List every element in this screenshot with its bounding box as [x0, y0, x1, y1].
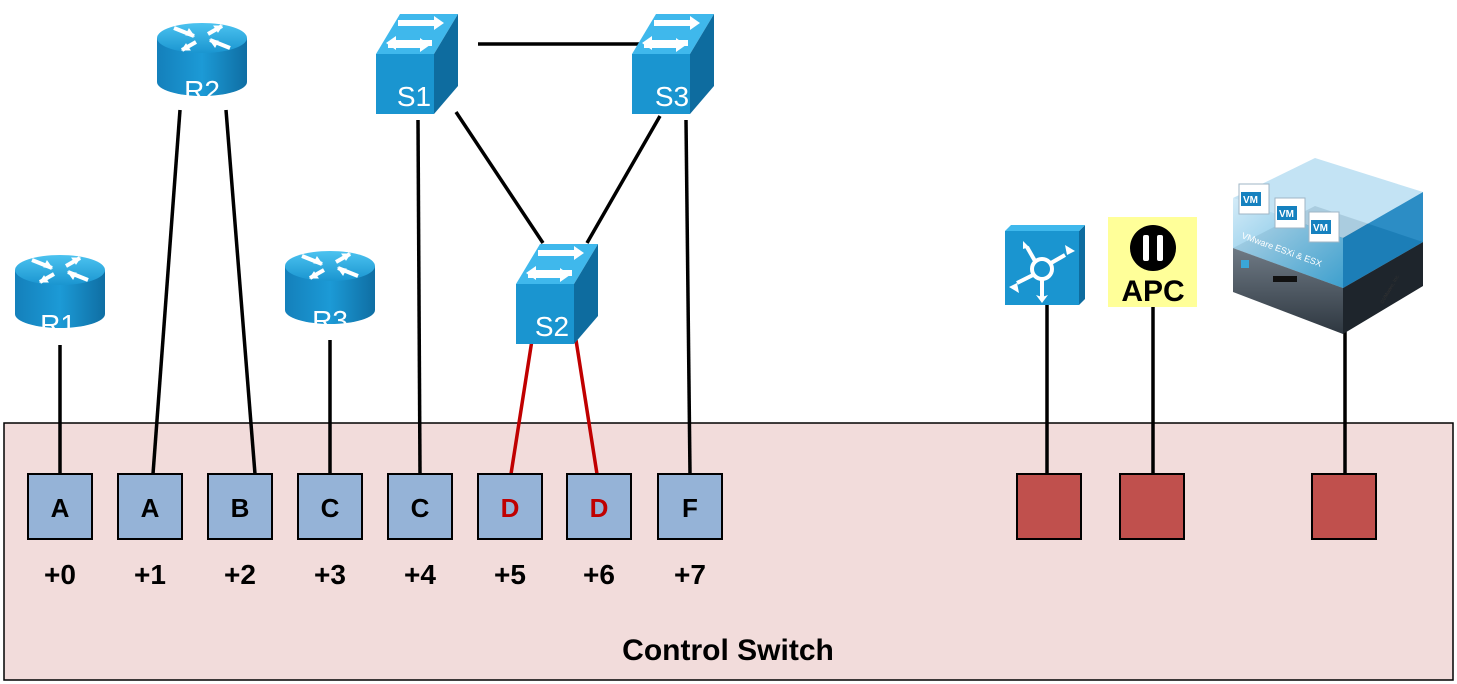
port-box[interactable]	[477, 473, 543, 540]
link-s2-port5	[509, 339, 534, 475]
link-s3-s2	[585, 115, 662, 244]
router-r3-label: R3	[312, 305, 348, 336]
switch-port-5[interactable]: D +5	[477, 473, 543, 590]
router-r1-label: R1	[40, 309, 76, 340]
switch-port-7[interactable]: F +7	[657, 473, 723, 590]
switch-port-0[interactable]: A +0	[27, 473, 93, 590]
fabric-interconnect-icon[interactable]	[1005, 225, 1085, 305]
esxi-vm2-label: VM	[1279, 209, 1294, 220]
link-s2-port6	[574, 339, 599, 475]
switch-s1[interactable]: S1	[376, 14, 458, 114]
port-box[interactable]	[207, 473, 273, 540]
switch-port-1[interactable]: A +1	[117, 473, 183, 590]
router-r2-label: R2	[184, 75, 220, 106]
switch-s1-label: S1	[397, 81, 431, 112]
port-offset: +0	[44, 559, 76, 590]
switch-s3[interactable]: S3	[632, 14, 714, 114]
port-box[interactable]	[566, 473, 632, 540]
mgmt-port-fabric[interactable]	[1016, 473, 1082, 540]
link-r2-port1	[151, 109, 182, 475]
port-box[interactable]	[657, 473, 723, 540]
router-r3[interactable]: R3	[283, 249, 377, 336]
port-letter: C	[411, 493, 430, 523]
port-offset: +6	[583, 559, 615, 590]
switch-port-4[interactable]: C +4	[387, 473, 453, 590]
apc-power-icon[interactable]: APC	[1108, 217, 1197, 308]
port-offset: +1	[134, 559, 166, 590]
management-ports	[1016, 473, 1377, 540]
control-switch-label: Control Switch	[622, 634, 834, 667]
link-r2-port2	[224, 109, 257, 475]
port-offset: +4	[404, 559, 436, 590]
port-letter: D	[501, 493, 520, 523]
switch-port-3[interactable]: C +3	[297, 473, 363, 590]
link-s1-s2	[454, 111, 545, 244]
router-r2[interactable]: R2	[155, 21, 249, 106]
port-offset: +7	[674, 559, 706, 590]
switch-s2-label: S2	[535, 311, 569, 342]
port-letter: F	[682, 493, 698, 523]
switch-s3-label: S3	[655, 81, 689, 112]
apc-label: APC	[1121, 275, 1184, 308]
switch-port-6[interactable]: D +6	[566, 473, 632, 590]
port-box[interactable]	[387, 473, 453, 540]
vmware-esxi-icon[interactable]: VM VM VM VMware ESXi & ESX ©VMware, Inc.	[1233, 158, 1423, 334]
control-switch-body	[3, 422, 1454, 681]
port-offset: +3	[314, 559, 346, 590]
port-letter: B	[231, 493, 250, 523]
mgmt-port-apc[interactable]	[1119, 473, 1185, 540]
port-box[interactable]	[117, 473, 183, 540]
switch-ports: A +0 A +1 B +2 C +3 C +4 D +5 D +6 F +7	[27, 473, 723, 590]
mgmt-port-esxi[interactable]	[1311, 473, 1377, 540]
highlighted-links	[509, 339, 599, 475]
port-offset: +5	[494, 559, 526, 590]
link-s3-port7	[684, 119, 692, 475]
router-r1[interactable]: R1	[13, 253, 107, 340]
port-letter: C	[321, 493, 340, 523]
port-box[interactable]	[27, 473, 93, 540]
switch-port-2[interactable]: B +2	[207, 473, 273, 590]
switch-s2[interactable]: S2	[516, 244, 598, 344]
port-offset: +2	[224, 559, 256, 590]
esxi-vm3-label: VM	[1313, 223, 1328, 234]
port-letter: A	[141, 493, 160, 523]
port-letter: D	[590, 493, 609, 523]
esxi-vm1-label: VM	[1243, 195, 1258, 206]
port-box[interactable]	[297, 473, 363, 540]
network-links	[58, 42, 1347, 475]
link-s1-port4	[416, 119, 422, 475]
port-letter: A	[51, 493, 70, 523]
